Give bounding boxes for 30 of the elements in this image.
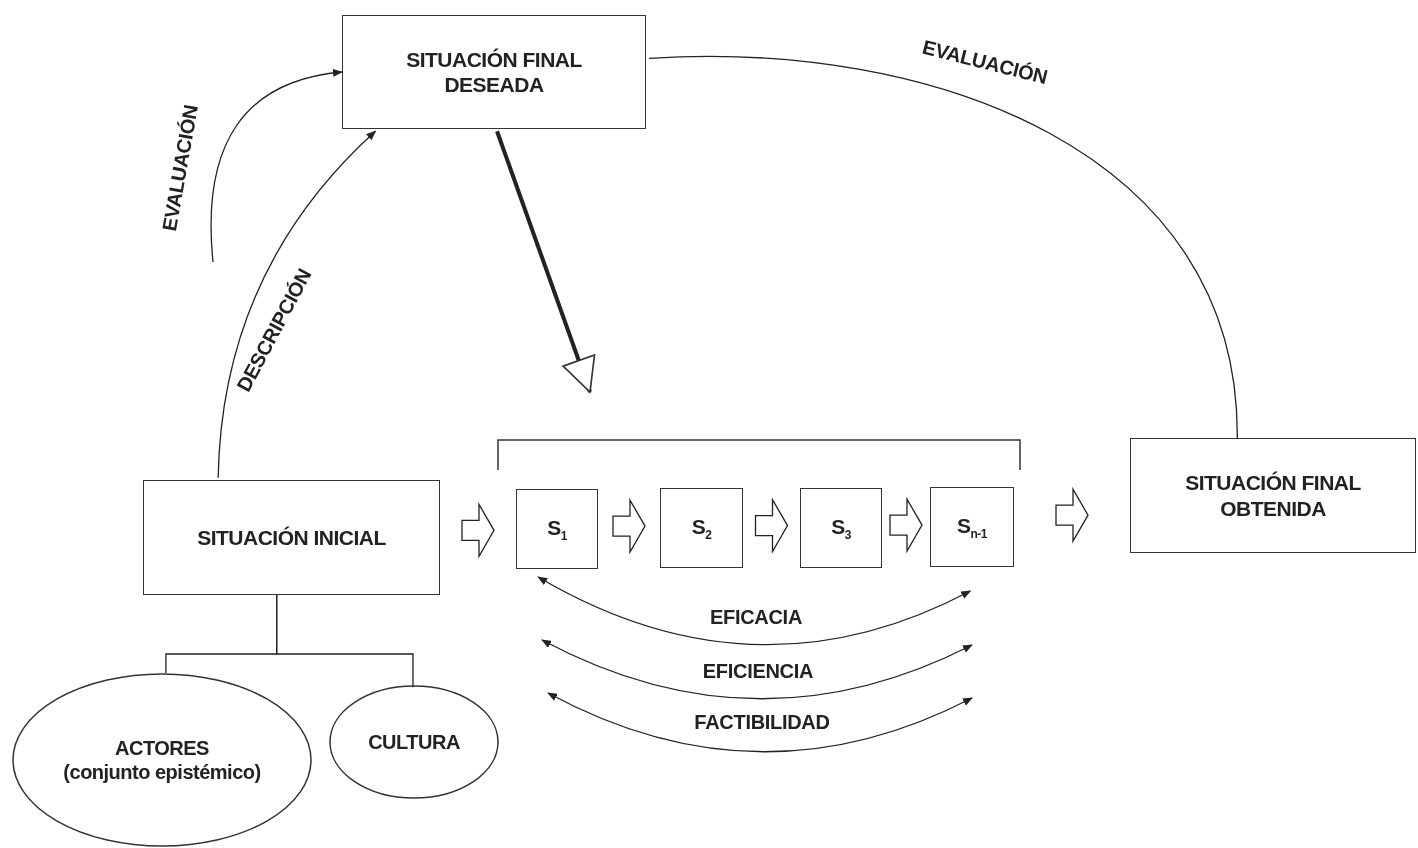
arrow: [217, 130, 377, 479]
node-label: S$_{2}$: [691, 513, 712, 543]
box: [660, 488, 743, 568]
box: [342, 15, 646, 129]
box: [800, 488, 882, 568]
block-arrow: [1055, 486, 1089, 544]
block-arrow: [754, 497, 789, 555]
node-label: (conjunto epistémico): [63, 760, 261, 784]
node-label: S$_{3}$: [831, 513, 851, 543]
box: [516, 489, 598, 569]
double-arrow: [537, 576, 972, 646]
node-label: S$_{n-1}$: [957, 512, 987, 542]
node-label: S$_{1}$: [547, 514, 567, 544]
block-arrow: [612, 497, 646, 555]
node-label: SITUACIÓN FINAL OBTENIDA: [1184, 470, 1362, 521]
node-label: SITUACIÓN INICIAL: [197, 524, 386, 551]
connector-line: [648, 55, 1238, 439]
connector-line: [276, 594, 414, 688]
arrow: [495, 130, 596, 393]
ellipse: [12, 673, 312, 847]
box: [930, 487, 1014, 567]
box: [1130, 438, 1416, 553]
node-label: CULTURA: [368, 730, 460, 754]
ellipse: [329, 685, 499, 799]
node-label: SITUACIÓN FINAL DESEADA: [405, 46, 583, 98]
box: [143, 480, 440, 595]
block-arrow: [889, 496, 923, 554]
arrow: [210, 69, 343, 263]
node-label: ACTORES: [115, 736, 209, 760]
block-arrow: [461, 501, 495, 559]
